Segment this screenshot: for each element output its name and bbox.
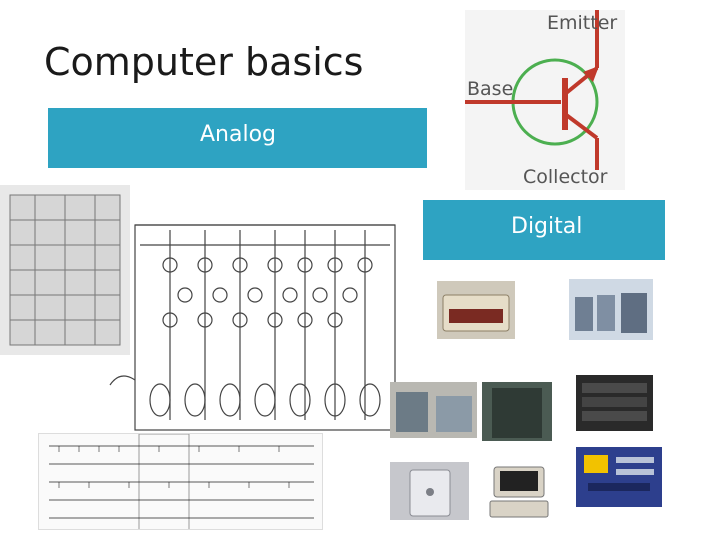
circuit-board-icon [576,447,662,507]
desktop-tower-icon [390,462,469,520]
digital-banner: Digital [423,200,665,260]
digital-label: Digital [511,214,583,239]
difference-engine-drawing [0,185,396,431]
emitter-label: Emitter [547,12,618,34]
mainframe-icon [390,382,477,438]
difference-engine-image [0,185,408,450]
keyboard-computer-icon [437,281,515,339]
mainframe-photo [390,382,477,438]
transistor-symbol-icon [465,10,599,170]
power-mac-photo [390,462,469,520]
terminal-icon [482,461,556,522]
motherboard-photo [576,447,662,507]
rack-server-icon [576,375,653,431]
transistor-diagram: Emitter Base Collector [465,10,625,190]
analog-label: Analog [200,122,277,147]
slide-rule-drawing [39,434,322,529]
analog-banner: Analog [48,108,427,168]
bbc-micro-photo [437,281,515,339]
slide-rule-image [38,433,323,530]
cray-cabinet-photo [482,382,552,441]
server-racks-icon [569,279,653,340]
slide-title: Computer basics [44,40,364,84]
base-label: Base [467,78,514,100]
tall-cabinet-icon [482,382,552,441]
terminal-computer-photo [482,461,556,522]
server-room-photo [569,279,653,340]
rack-server-photo [576,375,653,431]
collector-label: Collector [523,166,608,188]
